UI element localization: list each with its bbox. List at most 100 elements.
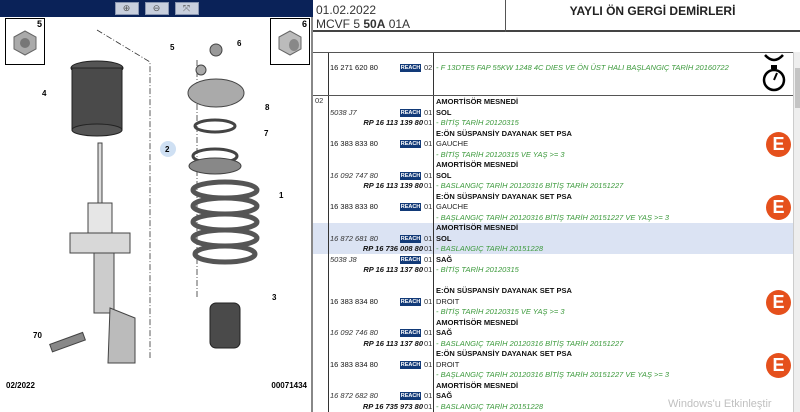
table-row[interactable]: - BAŞLANGIÇ TARİH 20120316 BİTİŞ TARİH 2… [313, 213, 793, 224]
quantity: 01 [424, 107, 433, 117]
table-row[interactable]: AMORTİSÖR MESNEDİ [313, 318, 793, 329]
table-row[interactable]: - BİTİŞ TARİH 20120315 VE YAŞ >= 3 [313, 307, 793, 318]
part-description: DROIT [436, 296, 460, 306]
callout-6[interactable]: 6 [237, 39, 242, 48]
part-number[interactable]: 5038 J8 [330, 254, 357, 264]
eurorepar-icon[interactable]: E [766, 132, 791, 157]
quantity: 01 [424, 265, 433, 274]
part-number[interactable]: 16 872 681 80 [330, 233, 378, 243]
reach-badge: REACH [400, 64, 421, 72]
parts-list-panel: 01.02.2022 MCVF 5 50A 01A YAYLI ÖN GERGİ… [313, 0, 800, 412]
part-number[interactable]: 16 383 834 80 [330, 359, 378, 369]
eurorepar-icon[interactable]: E [766, 289, 791, 315]
part-number[interactable]: RP 16 736 008 80 [362, 244, 423, 253]
table-row[interactable] [313, 276, 793, 287]
quantity: 01 [424, 233, 433, 243]
zoom-in-icon[interactable]: ⊕ [114, 2, 139, 15]
exploded-diagram-panel: ⊕ ⊖ ⤧ 5 6 5 6 4 8 2 7 1 3 [0, 0, 313, 412]
top-mount [187, 43, 245, 175]
reach-badge: REACH [400, 329, 421, 337]
part-description: - BASLANGIÇ TARİH 20120316 BİTİŞ TARİH 2… [436, 181, 624, 190]
thumbnail-part-5[interactable]: 5 [5, 18, 45, 65]
part-description: E:ÖN SÜSPANSİY DAYANAK SET PSA [436, 286, 572, 295]
table-row[interactable]: AMORTİSÖR MESNEDİ [313, 223, 793, 234]
quantity: 01 [424, 181, 433, 190]
dust-boot [70, 60, 124, 137]
table-row[interactable]: - BAŞLANGIÇ TARİH 20120316 BİTİŞ TARİH 2… [313, 370, 793, 381]
part-description: AMORTİSÖR MESNEDİ [436, 223, 519, 232]
zoom-out-icon[interactable]: ⊖ [144, 2, 169, 15]
callout-4[interactable]: 4 [42, 89, 47, 98]
table-row[interactable]: E:ÖN SÜSPANSİY DAYANAK SET PSA [313, 349, 793, 360]
part-number[interactable]: RP 16 113 139 80 [363, 118, 423, 127]
part-number[interactable]: 16 092 746 80 [330, 328, 378, 337]
group-number: 02 [315, 96, 324, 105]
table-row[interactable]: E:ÖN SÜSPANSİY DAYANAK SET PSA [313, 192, 793, 203]
coil-spring [190, 179, 260, 265]
eurorepar-icon[interactable]: E [766, 195, 791, 220]
table-row[interactable]: E:ÖN SÜSPANSİY DAYANAK SET PSA [313, 286, 793, 297]
reach-badge: REACH [400, 108, 421, 117]
reach-badge: REACH [400, 171, 421, 180]
part-number[interactable]: RP 16 113 137 80 [363, 265, 423, 274]
page-title: YAYLI ÖN GERGİ DEMİRLERİ [569, 4, 736, 18]
table-row[interactable]: AMORTİSÖR MESNEDİ [313, 160, 793, 171]
part-number[interactable]: 16 872 682 80 [330, 391, 378, 400]
part-description: - BASLANGIÇ TARİH 20151228 [436, 244, 543, 253]
callout-labels: 5 6 4 8 2 7 1 3 70 [33, 39, 284, 340]
part-number[interactable]: 16 383 833 80 [330, 139, 378, 148]
zoom-fit-icon[interactable]: ⤧ [174, 2, 199, 15]
diagram-date: 02/2022 [6, 381, 35, 390]
part-description: SOL [436, 233, 452, 243]
callout-8[interactable]: 8 [265, 103, 270, 112]
callout-70[interactable]: 70 [33, 331, 42, 340]
table-row[interactable]: E:ÖN SÜSPANSİY DAYANAK SET PSA [313, 129, 793, 140]
table-row[interactable]: AMORTİSÖR MESNEDİ [313, 97, 793, 108]
part-description: - BİTİŞ TARİH 20120315 VE YAŞ >= 3 [436, 307, 565, 316]
part-number[interactable]: 16 383 834 80 [330, 296, 378, 306]
callout-7[interactable]: 7 [264, 129, 269, 138]
part-description: - BASLANGIÇ TARİH 20120316 BİTİŞ TARİH 2… [436, 338, 624, 348]
callout-1[interactable]: 1 [279, 191, 284, 200]
eurorepar-icon[interactable]: E [766, 352, 791, 378]
catalog-date: 01.02.2022 [316, 3, 377, 17]
thumbnail-part-6[interactable]: 6 [270, 18, 310, 65]
part-description: SOL [436, 170, 452, 180]
callout-3[interactable]: 3 [272, 293, 277, 302]
callout-5[interactable]: 5 [170, 43, 175, 52]
part-description: - BASLANGIÇ TARİH 20151228 [436, 401, 543, 411]
quantity: 01 [424, 244, 433, 253]
part-number[interactable]: 5038 J7 [330, 107, 357, 117]
part-number[interactable]: RP 16 735 973 80 [362, 401, 423, 411]
quantity: 01 [424, 139, 433, 148]
vertical-scrollbar[interactable] [793, 52, 800, 412]
part-number[interactable]: 16 383 833 80 [330, 202, 378, 211]
parts-table: 16 271 620 80 REACH 02 - F 13DTE5 FAP 55… [313, 52, 793, 412]
part-number[interactable]: RP 16 113 137 80 [363, 338, 423, 348]
callout-2[interactable]: 2 [165, 145, 170, 154]
part-number[interactable]: 16 092 747 80 [330, 170, 378, 180]
table-row[interactable]: AMORTİSÖR MESNEDİ [313, 381, 793, 392]
part-number[interactable]: RP 16 113 139 80 [363, 181, 423, 190]
table-row[interactable]: - BİTİŞ TARİH 20120315 VE YAŞ >= 3 [313, 150, 793, 161]
windows-activation-watermark: Windows'u Etkinleştir [668, 398, 772, 410]
table-row[interactable]: 16 271 620 80 REACH 02 - F 13DTE5 FAP 55… [330, 63, 729, 72]
stopwatch-icon[interactable] [759, 53, 789, 93]
reach-badge: REACH [400, 360, 421, 369]
